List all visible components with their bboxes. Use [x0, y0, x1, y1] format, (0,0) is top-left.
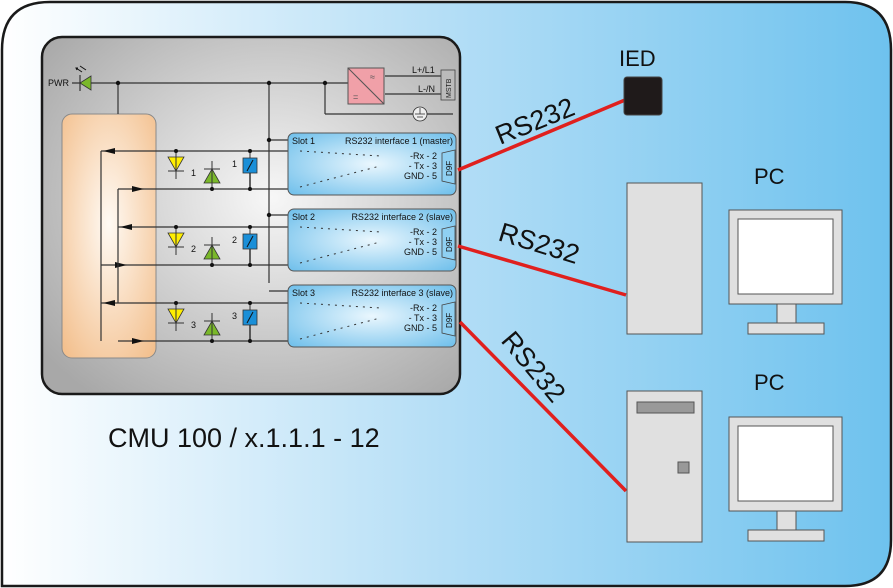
pc1-tower-icon[interactable]	[626, 182, 703, 335]
power-led-icon	[75, 65, 92, 91]
pc2-monitor-icon[interactable]	[728, 416, 843, 542]
d9f-connector[interactable]: D9F	[441, 301, 456, 337]
pin-label: -Rx - 2	[410, 227, 437, 237]
svg-text:MSTB: MSTB	[446, 78, 453, 98]
slot-2-channel: 2 2 Slot 2 RS232 interface 2 (slave) -Rx - 2…	[101, 208, 457, 272]
svg-text:RS232 interface 1 (master): RS232 interface 1 (master)	[345, 136, 453, 146]
svg-text:Slot 1: Slot 1	[292, 136, 315, 146]
channel-index: 3	[191, 320, 196, 330]
svg-text:D9F: D9F	[445, 161, 454, 176]
svg-text:D9F: D9F	[445, 313, 454, 328]
pin-label: -Rx - 2	[410, 151, 437, 161]
d9f-connector[interactable]: D9F	[441, 149, 456, 185]
pwr-label: PWR	[48, 78, 69, 88]
pc2-tower-icon[interactable]	[626, 390, 703, 543]
svg-text:≈: ≈	[370, 72, 375, 82]
svg-text:Slot 2: Slot 2	[292, 212, 315, 222]
pin-label: -Rx - 2	[410, 303, 437, 313]
pin-label: - Tx - 3	[409, 237, 437, 247]
svg-text:RS232 interface 3 (slave): RS232 interface 3 (slave)	[351, 288, 453, 298]
slot-3-interface[interactable]: Slot 3 RS232 interface 3 (slave) -Rx - 2- …	[287, 284, 457, 348]
d9f-connector[interactable]: D9F	[441, 225, 456, 261]
cable-pc1	[457, 244, 627, 297]
slot-1-channel: 1 1 Slot 1 RS232 interface 1 (master) -Rx - …	[101, 132, 457, 196]
cable-ied	[457, 98, 626, 172]
relay-index: 2	[232, 235, 237, 245]
pin-label: - Tx - 3	[409, 161, 437, 171]
pin-label: GND - 5	[404, 323, 437, 333]
pc1-label: PC	[754, 164, 785, 189]
channel-index: 1	[191, 168, 196, 178]
power-supply-icon: ≈ =	[347, 67, 385, 105]
svg-text:Slot 3: Slot 3	[292, 288, 315, 298]
pc2-label: PC	[754, 370, 785, 395]
slot-1-interface[interactable]: Slot 1 RS232 interface 1 (master) -Rx - 2-…	[287, 132, 457, 196]
relay-icon	[242, 149, 258, 191]
mstb-connector: MSTB	[440, 69, 456, 101]
tx-led-icon	[203, 237, 221, 267]
pin-label: - Tx - 3	[409, 313, 437, 323]
slot-2-interface[interactable]: Slot 2 RS232 interface 2 (slave) -Rx - 2- …	[287, 208, 457, 272]
svg-text:RS232 interface 2 (slave): RS232 interface 2 (slave)	[351, 212, 453, 222]
relay-icon	[242, 225, 258, 267]
svg-text:=: =	[353, 92, 358, 102]
relay-icon	[242, 301, 258, 343]
relay-index: 1	[232, 159, 237, 169]
channel-index: 2	[191, 244, 196, 254]
tx-led-icon	[203, 313, 221, 343]
pc1-monitor-icon[interactable]	[728, 209, 843, 335]
power-input-l1: L+/L1	[412, 65, 435, 75]
rx-led-icon	[167, 301, 185, 331]
ground-icon	[412, 106, 428, 122]
ied-icon[interactable]	[623, 76, 663, 116]
svg-text:D9F: D9F	[445, 237, 454, 252]
pin-label: GND - 5	[404, 171, 437, 181]
rx-led-icon	[167, 225, 185, 255]
ied-label: IED	[619, 46, 656, 71]
cable-pc2	[458, 320, 628, 493]
power-input-ln: L-/N	[418, 84, 435, 94]
slot-3-channel: 3 3 Slot 3 RS232 interface 3 (slave) -Rx - 2…	[101, 284, 457, 348]
pin-label: GND - 5	[404, 247, 437, 257]
device-title: CMU 100 / x.1.1.1 - 12	[108, 423, 380, 453]
logic-block	[61, 113, 157, 359]
rx-led-icon	[167, 149, 185, 179]
tx-led-icon	[203, 161, 221, 191]
relay-index: 3	[232, 311, 237, 321]
